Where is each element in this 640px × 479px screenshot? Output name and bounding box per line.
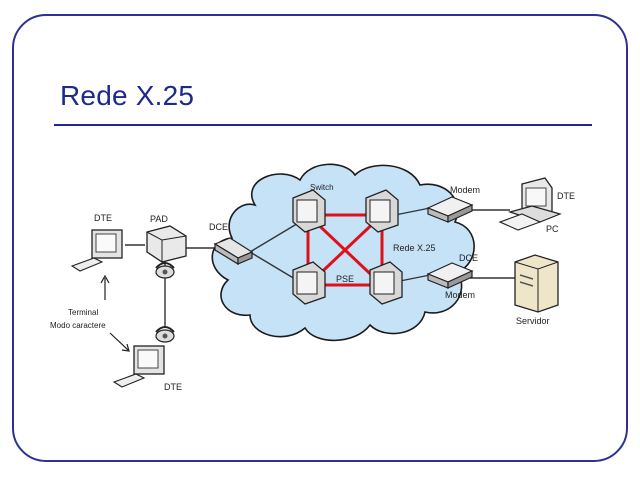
label-dte-bottom: DTE: [164, 382, 182, 392]
switch-node-bottom-right: [369, 261, 403, 305]
switch-node-top-left: [292, 189, 326, 233]
dte-terminal-left: [70, 229, 123, 272]
label-dte-right: DTE: [557, 191, 575, 201]
dce-device-left: [213, 237, 254, 266]
modem-bottom: [426, 262, 474, 289]
label-dce-right: DCE: [459, 253, 478, 263]
terminal-arrow: [100, 274, 130, 352]
label-pse: PSE: [336, 274, 354, 284]
phone-icon-bottom: [155, 326, 175, 343]
label-modem-bottom: Modem: [445, 290, 475, 300]
switch-node-top-right: [365, 189, 399, 233]
label-terminal-line1: Terminal: [68, 308, 98, 317]
label-dte-left: DTE: [94, 213, 112, 223]
label-terminal-line2: Modo caractere: [50, 321, 106, 330]
label-modem-top: Modem: [450, 185, 480, 195]
dte-terminal-bottom: [112, 345, 165, 388]
title-rule: [54, 124, 592, 126]
label-pad: PAD: [150, 214, 168, 224]
modem-top: [426, 196, 474, 223]
switch-node-bottom-left: [292, 261, 326, 305]
phone-icon-top: [155, 262, 175, 279]
label-switch: Switch: [310, 183, 334, 192]
label-rede: Rede X.25: [393, 243, 436, 253]
label-pc: PC: [546, 224, 559, 234]
pc-workstation: [498, 177, 562, 231]
label-servidor: Servidor: [516, 316, 550, 326]
label-dce-left: DCE: [209, 222, 228, 232]
pad-device: [146, 225, 187, 263]
slide-title: Rede X.25: [60, 80, 195, 111]
server-tower: [514, 254, 559, 313]
